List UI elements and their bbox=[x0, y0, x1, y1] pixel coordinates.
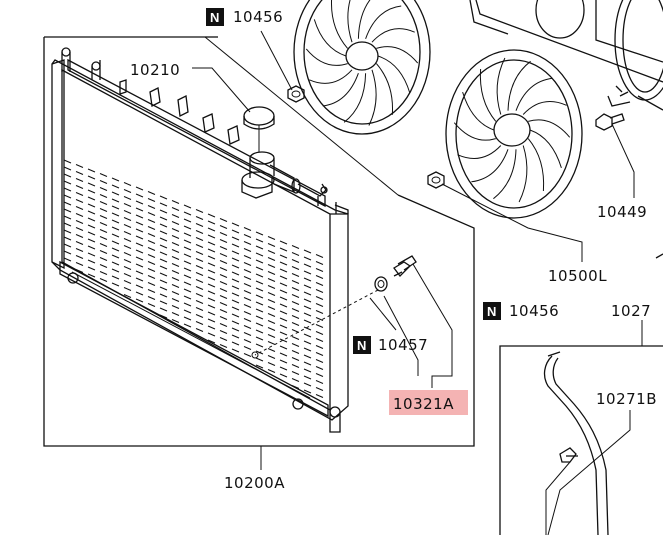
label-drain-plug: 10321A bbox=[389, 390, 468, 415]
svg-text:N: N bbox=[210, 10, 219, 25]
label-hose: 10271B bbox=[596, 390, 657, 408]
svg-text:1027: 1027 bbox=[611, 302, 651, 320]
bolt-icon bbox=[595, 113, 625, 131]
radiator-cap-icon bbox=[243, 106, 275, 152]
fan-shroud bbox=[469, 0, 663, 111]
svg-text:10271B: 10271B bbox=[596, 390, 657, 408]
svg-text:10457: 10457 bbox=[378, 336, 428, 354]
svg-text:10500L: 10500L bbox=[548, 267, 607, 285]
label-nut-right: N 10456 bbox=[483, 302, 559, 320]
svg-text:10456: 10456 bbox=[509, 302, 559, 320]
svg-text:10200A: 10200A bbox=[224, 474, 285, 492]
label-fan: 10500L bbox=[548, 267, 607, 285]
svg-text:N: N bbox=[487, 304, 496, 319]
drain-plug-highlight bbox=[389, 390, 468, 415]
radiator-top-fittings bbox=[119, 79, 337, 214]
svg-text:10456: 10456 bbox=[233, 8, 283, 26]
radiator-fins bbox=[63, 159, 324, 398]
nut-right-icon bbox=[427, 171, 445, 189]
drain-plug-icon bbox=[393, 255, 417, 277]
radiator-core bbox=[51, 47, 349, 433]
svg-text:10210: 10210 bbox=[130, 61, 180, 79]
n-badge-icon bbox=[353, 336, 371, 354]
svg-text:10321A: 10321A bbox=[393, 395, 454, 413]
label-bolt: 10449 bbox=[597, 203, 647, 221]
frame-diagonal bbox=[204, 36, 399, 196]
plug-leader-dashed bbox=[254, 289, 379, 356]
svg-text:10449: 10449 bbox=[597, 203, 647, 221]
drain-hole bbox=[251, 351, 259, 359]
fan-top-icon bbox=[293, 0, 431, 135]
hose-group-frame bbox=[499, 345, 663, 535]
n-badge-icon bbox=[206, 8, 224, 26]
nut-top-icon bbox=[287, 85, 305, 103]
o-ring-icon bbox=[374, 276, 388, 292]
fan-main-icon bbox=[445, 49, 583, 219]
n-badge-icon bbox=[483, 302, 501, 320]
hose-icon bbox=[543, 351, 609, 535]
label-cap: 10210 bbox=[130, 61, 180, 79]
leader-lines bbox=[192, 30, 643, 535]
label-nut-top: N 10456 bbox=[206, 8, 283, 26]
radiator-group-frame bbox=[43, 36, 475, 447]
svg-text:N: N bbox=[357, 338, 366, 353]
hose-clamp-icon bbox=[559, 447, 578, 463]
edge-mark bbox=[655, 253, 663, 259]
label-o-ring: N 10457 bbox=[353, 336, 428, 354]
label-radiator: 10200A bbox=[224, 474, 285, 492]
label-partial-right: 1027 bbox=[611, 302, 651, 320]
